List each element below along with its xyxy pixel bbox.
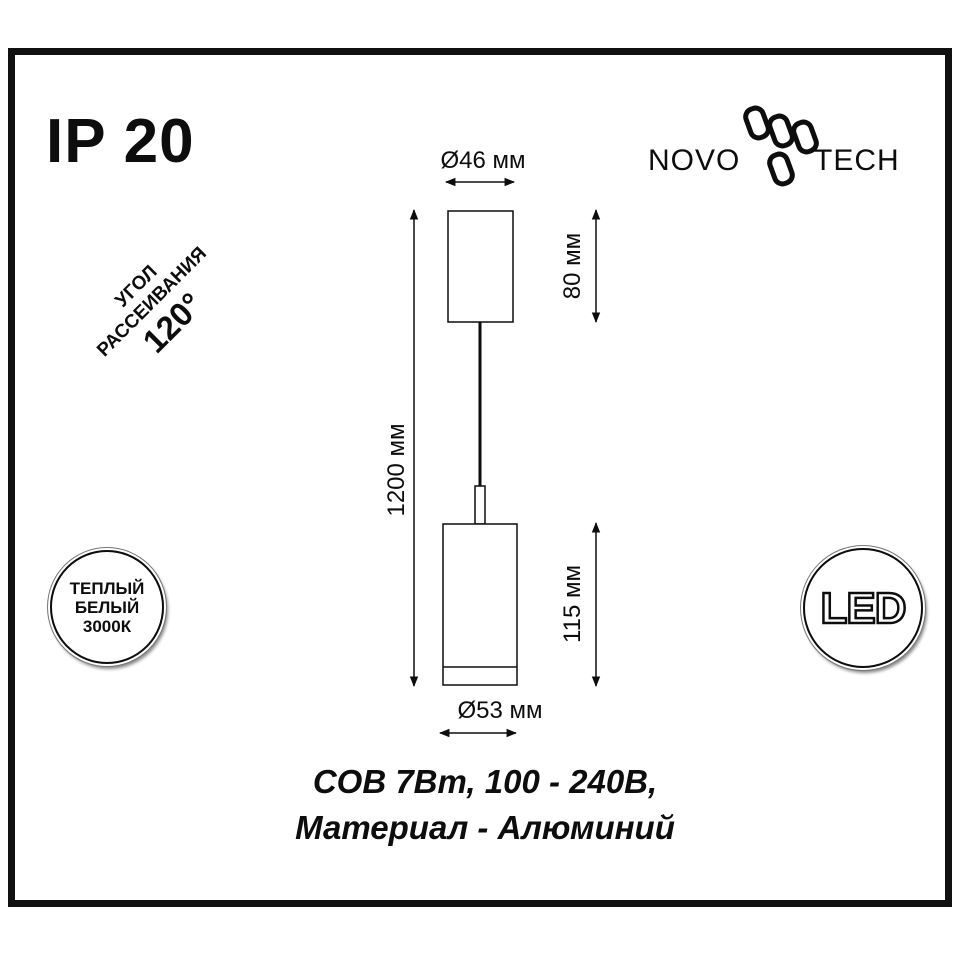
canopy-height-label: 80 мм bbox=[559, 233, 586, 299]
color-temp-line3: 3000К bbox=[82, 616, 132, 636]
outer-frame bbox=[8, 48, 952, 907]
cable-grip bbox=[474, 485, 486, 525]
ip-rating: IP 20 bbox=[46, 107, 195, 176]
lamp-shade bbox=[442, 523, 518, 686]
top-diameter-label: Ø46 мм bbox=[440, 147, 525, 174]
color-temp-badge: ТЕПЛЫЙ БЕЛЫЙ 3000К bbox=[50, 550, 164, 664]
spec-material: Материал - Алюминий bbox=[295, 809, 675, 846]
shade-height-label: 115 мм bbox=[559, 565, 586, 643]
led-badge-art: LED bbox=[819, 583, 908, 635]
color-temp-line2: БЕЛЫЙ bbox=[74, 597, 140, 617]
logo-prefix: NOVO bbox=[648, 144, 740, 177]
novotech-logo: NOVO TECH bbox=[648, 105, 900, 187]
canopy bbox=[447, 210, 514, 323]
logo-suffix: TECH bbox=[814, 144, 900, 177]
spec-power: COB 7Вт, 100 - 240В, bbox=[312, 763, 658, 800]
led-badge: LED bbox=[803, 548, 923, 668]
led-badge-text: LED bbox=[821, 584, 906, 633]
color-temp-line1: ТЕПЛЫЙ bbox=[69, 578, 145, 598]
total-length-label: 1200 мм bbox=[383, 423, 410, 516]
shade-diameter-label: Ø53 мм bbox=[457, 697, 542, 724]
logo-mark bbox=[743, 105, 819, 187]
